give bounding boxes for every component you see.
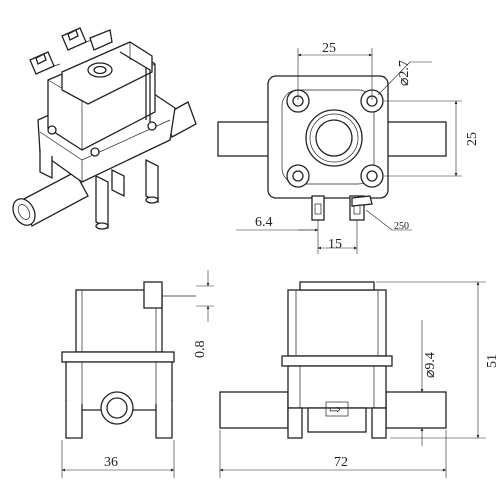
front-coil xyxy=(287,289,387,357)
top-corner-holes xyxy=(286,89,384,188)
front-pipe-right xyxy=(385,391,447,429)
dim-pin-spacing-label: 15 xyxy=(328,237,342,252)
iso-center-nut xyxy=(87,62,113,78)
front-pipe-left xyxy=(219,391,289,429)
dim-pin-spacing: 15 xyxy=(317,220,358,254)
top-terminals xyxy=(311,195,373,221)
dim-side-height-label: 25 xyxy=(465,132,480,146)
dim-port-diameter: ⌀9.4 xyxy=(420,320,438,446)
dim-side-height: 25 xyxy=(384,100,480,177)
isometric-view xyxy=(12,27,197,230)
front-bracket xyxy=(299,281,375,291)
front-flange xyxy=(281,355,393,367)
flow-direction-symbol: ⇨ xyxy=(329,403,341,418)
dim-pin-offset-label: 6.4 xyxy=(255,215,273,230)
dim-port-diameter-label: ⌀9.4 xyxy=(423,352,438,378)
dim-top-width: 25 xyxy=(297,41,373,100)
dim-hole-diameter-label: ⌀2.7 xyxy=(397,60,412,86)
side-view: 0.8 36 xyxy=(61,270,214,478)
iso-bracket xyxy=(119,51,151,122)
front-view: ⇨ ⌀9.4 51 72 xyxy=(219,281,500,478)
dim-thickness-label: 0.8 xyxy=(193,341,208,359)
dim-terminal-callout-label: 250 xyxy=(394,221,409,232)
dim-base-width-label: 36 xyxy=(104,455,118,470)
dim-terminal-callout: 250 xyxy=(365,209,412,232)
dim-thickness: 0.8 xyxy=(193,270,214,358)
iso-screw xyxy=(90,147,100,157)
front-legs xyxy=(287,407,387,439)
side-legs xyxy=(65,400,173,439)
dim-overall-height-label: 51 xyxy=(485,354,500,368)
side-terminal xyxy=(143,281,163,309)
dim-overall-length-label: 72 xyxy=(334,455,348,470)
front-body xyxy=(287,365,387,409)
top-center-ring xyxy=(305,109,363,167)
dim-overall-length: 72 xyxy=(219,430,447,478)
iso-inlet-pipe xyxy=(12,171,89,227)
iso-legs xyxy=(39,150,159,230)
side-port xyxy=(100,391,134,425)
iso-terminals xyxy=(29,27,113,75)
flow-direction-arrow: ⇨ xyxy=(325,401,349,418)
side-flange xyxy=(61,351,175,363)
dim-base-width: 36 xyxy=(61,440,175,478)
dim-overall-height: 51 xyxy=(376,281,500,439)
dim-hole-diameter: ⌀2.7 xyxy=(377,60,432,96)
dim-pin-offset: 6.4 xyxy=(236,215,319,236)
dim-top-width-label: 25 xyxy=(322,41,336,56)
top-view: 25 ⌀2.7 25 6.4 15 xyxy=(217,41,480,254)
